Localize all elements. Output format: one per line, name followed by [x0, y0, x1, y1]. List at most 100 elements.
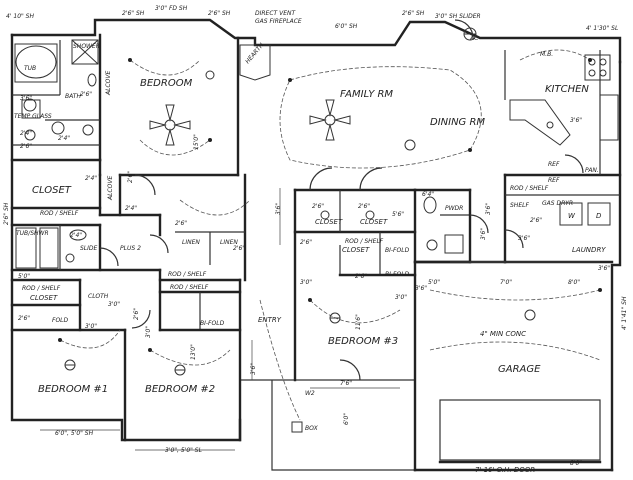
label-gas-fireplace: GAS FIREPLACE	[255, 18, 302, 25]
dim-label: 5'0"	[18, 273, 30, 280]
fan-icon-family	[309, 99, 351, 141]
label-rod-shelf-2: ROD / SHELF	[168, 271, 207, 278]
label-closet-hall2: CLOSET	[360, 218, 388, 226]
label-alcove1: ALCOVE	[105, 71, 112, 96]
dim-label: 7'0"	[500, 279, 512, 286]
label-slider-top: 3'0" SH SLIDER	[435, 13, 481, 20]
label-linen2: LINEN	[220, 239, 238, 246]
dim-label: 2'6"	[20, 143, 32, 150]
label-shelf: SHELF	[510, 202, 529, 209]
dim-label: 2'6" SH	[208, 10, 231, 17]
dim-label: 2'6"	[18, 315, 30, 322]
dim-label: 3'0"	[108, 301, 120, 308]
dim-label: 2'6"	[312, 203, 324, 210]
label-shower: SHOWER	[73, 43, 100, 50]
dim-label: 2'6"	[80, 91, 92, 98]
dim-label: 4' 1'30" SL	[586, 25, 618, 32]
dim-label: 2'4"	[20, 130, 32, 137]
dim-label: 8'0"	[568, 279, 580, 286]
master-tub	[15, 45, 57, 79]
label-tub: TUB	[24, 65, 36, 72]
label-direct-vent: DIRECT VENT	[255, 10, 296, 17]
dim-label: 6'4"	[422, 191, 434, 198]
label-bedroom2: BEDROOM #2	[145, 384, 215, 395]
dim-label: 3'6"	[570, 117, 582, 124]
label-garage: GARAGE	[498, 364, 541, 375]
label-bifold3: BI-FOLD	[385, 271, 410, 278]
label-oh-door: 7' 16' O.H. DOOR	[475, 466, 535, 474]
label-family-rm: FAMILY RM	[340, 89, 393, 100]
label-tub-shwr: TUB/SHWR	[16, 230, 49, 237]
label-alcove2: ALCOVE	[107, 176, 114, 201]
label-laundry: LAUNDRY	[572, 246, 606, 254]
box-symbol	[291, 421, 303, 433]
dim-label: 8'0"	[570, 460, 582, 467]
dryer	[587, 202, 611, 226]
dim-label: 3'0", 5'0" SL	[165, 447, 202, 454]
label-rod-shelf-3: ROD / SHELF	[170, 284, 209, 291]
label-slide: SLIDE	[80, 245, 98, 252]
dimension-labels: 4' 10" SH 2'6" SH 3'0" FD SH 2'6" SH 6'0…	[3, 5, 628, 467]
label-w2: W2	[305, 390, 315, 397]
exterior-walls	[10, 18, 622, 472]
label-cloth: CLOTH	[88, 293, 109, 300]
dim-label: 2'6" SH	[402, 10, 425, 17]
label-gas-dryer: GAS DRYR	[542, 200, 573, 207]
dim-label: 2'6"	[233, 245, 245, 252]
dim-label: 13'0"	[190, 344, 197, 360]
label-bifold2: BI-FOLD	[385, 247, 410, 254]
label-closet-master: CLOSET	[32, 185, 72, 196]
label-temp-glass: TEMP GLASS	[14, 113, 52, 120]
label-dining-rm: DINING RM	[430, 117, 485, 128]
dim-label: 3'6"	[518, 235, 530, 242]
dim-label: 2'6"	[127, 171, 134, 183]
ceiling-fans	[149, 99, 351, 146]
fixtures	[14, 39, 619, 269]
dim-label: 7'6"	[340, 380, 352, 387]
label-pwdr: PWDR	[445, 205, 463, 212]
door-swings	[99, 19, 584, 381]
label-linen: LINEN	[182, 239, 200, 246]
dim-label: 2'6"	[355, 273, 367, 280]
dim-label: 2'6"	[175, 220, 187, 227]
garage-slab	[439, 399, 601, 461]
annotation-labels: ROD / SHELF ROD / SHELF ROD / SHELF ROD …	[14, 10, 573, 474]
dimension-lines	[40, 188, 600, 451]
label-bedroom1: BEDROOM #1	[38, 384, 108, 395]
label-entry: ENTRY	[258, 316, 282, 324]
dim-label: 15'0"	[193, 134, 200, 150]
label-ref: REF	[548, 177, 560, 184]
dim-label: 3'0" FD SH	[155, 5, 188, 12]
label-rod-shelf-1: ROD / SHELF	[40, 210, 79, 217]
label-min-conc: 4" MIN CONC	[480, 330, 526, 338]
dim-label: 3'0"	[395, 294, 407, 301]
label-dryer: D	[596, 212, 602, 220]
dim-label: 2'4"	[70, 232, 82, 239]
dim-label: 4' 1'41" SH	[621, 296, 628, 330]
dim-label: 11'6"	[355, 314, 362, 330]
dim-label: 2'6" SH	[3, 202, 10, 225]
dim-label: 2'4"	[85, 175, 97, 182]
dim-label: 3'6"	[415, 285, 427, 292]
label-rod-shelf-5: ROD / SHELF	[510, 185, 549, 192]
dim-label: 6'0", 5'0" SH	[55, 430, 94, 437]
dim-label: 2'6"	[300, 239, 312, 246]
dim-label: 2'6"	[530, 217, 542, 224]
dim-label: 3'0"	[145, 326, 152, 338]
label-closet-hall1: CLOSET	[315, 218, 343, 226]
label-fold-b1: FOLD	[52, 317, 69, 324]
label-bedroom3: BEDROOM #3	[328, 336, 398, 347]
label-pan: PAN.	[585, 167, 599, 174]
dim-label: 4' 10" SH	[6, 13, 34, 20]
label-bifold1: BI-FOLD	[200, 320, 225, 327]
dim-label: 3'6"	[485, 203, 492, 215]
dim-label: 3'0"	[85, 323, 97, 330]
label-ref2: REF	[548, 161, 560, 168]
light-fixtures	[64, 70, 536, 433]
label-plus2: PLUS 2	[120, 245, 141, 252]
dim-label: 3'6"	[250, 363, 257, 375]
label-rod-shelf-b3: ROD / SHELF	[345, 238, 384, 245]
dim-label: 2'6"	[358, 203, 370, 210]
dim-label: 2'4"	[58, 135, 70, 142]
